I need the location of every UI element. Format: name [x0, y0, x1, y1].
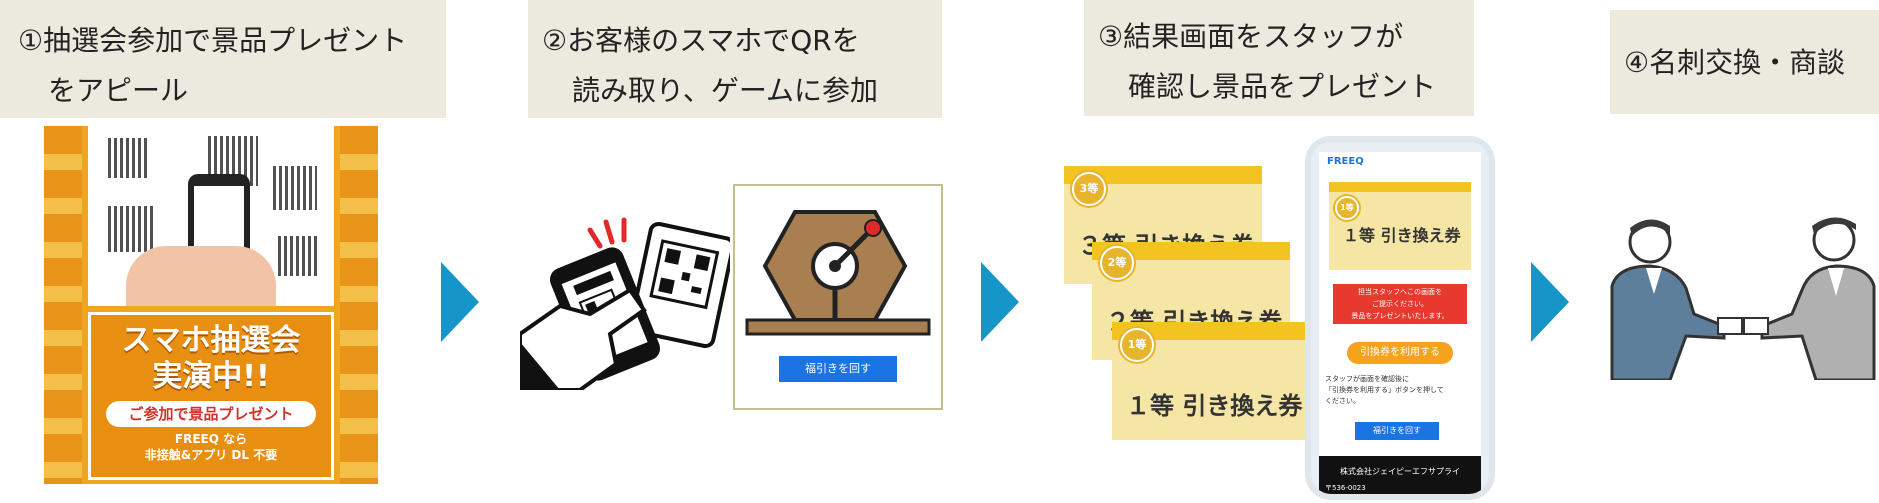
phone-ticket: 1等 １等 引き換え券 [1329, 182, 1471, 270]
step-3-line2: 確認し景品をプレゼント [1128, 70, 1437, 103]
arrow-icon [441, 262, 479, 342]
lottery-card: 福引きを回す [733, 184, 943, 410]
poster-sub-2: 非接触&アプリ DL 不要 [144, 448, 278, 462]
phone-medal-icon: 1等 [1335, 196, 1359, 220]
phone-ticket-text: １等 引き換え券 [1343, 226, 1461, 245]
arrow-icon [1531, 262, 1569, 342]
instruction-text: スタッフが画面を確認後に 「引換券を利用する」ボタンを押して ください。 [1325, 374, 1477, 407]
step-3-line1: ③結果画面をスタッフが [1098, 20, 1404, 53]
step-2-line1: ②お客様のスマホでQRを [542, 24, 860, 57]
medal-3rd-icon: 3等 [1072, 172, 1106, 206]
arrow-icon [981, 262, 1019, 342]
sound-lines-icon [587, 217, 627, 249]
notice-line-2: ご提示ください。 [1372, 300, 1428, 308]
instruction-line-1: スタッフが画面を確認後に [1325, 375, 1409, 383]
step-4-label: ④名刺交換・商談 [1610, 10, 1879, 114]
company-footer: 株式会社ジェイピーエフサプライ 〒536-0023 [1319, 456, 1481, 494]
company-name: 株式会社ジェイピーエフサプライ [1340, 467, 1460, 476]
poster-headline-2: 実演中!! [152, 359, 270, 394]
poster-pill: ご参加で景品プレゼント [106, 401, 316, 427]
medal-1st-icon: 1等 [1120, 328, 1154, 362]
campaign-poster: スマホ抽選会 実演中!! ご参加で景品プレゼント FREEQ なら 非接触&アプ… [44, 126, 378, 484]
step-4-line1: ④名刺交換・商談 [1624, 46, 1846, 79]
instruction-line-3: ください。 [1325, 397, 1360, 405]
postal-code: 〒536-0023 [1325, 484, 1366, 492]
spin-lottery-button[interactable]: 福引きを回す [779, 356, 897, 382]
poster-sub-1: FREEQ なら [174, 432, 248, 446]
step-1-line1: ①抽選会参加で景品プレゼント [18, 24, 408, 57]
instruction-line-2: 「引換券を利用する」ボタンを押して [1325, 386, 1444, 394]
use-ticket-button[interactable]: 引換券を利用する [1347, 342, 1453, 364]
step-2-line2: 読み取り、ゲームに参加 [572, 74, 879, 107]
freeq-logo: FREEQ [1327, 156, 1364, 167]
step-3-label: ③結果画面をスタッフが 確認し景品をプレゼント [1084, 0, 1474, 116]
step-1-line2: をアピール [48, 74, 189, 107]
result-smartphone: FREEQ 1等 １等 引き換え券 担当スタッフへこの画面を ご提示ください。 … [1305, 136, 1495, 500]
ticket-1st-text: １等 引き換え券 [1126, 392, 1303, 420]
notice-line-1: 担当スタッフへこの画面を [1358, 288, 1442, 296]
step-2-label: ②お客様のスマホでQRを 読み取り、ゲームに参加 [528, 0, 942, 118]
medal-2nd-icon: 2等 [1100, 246, 1134, 280]
hand-scanning-qr-icon [520, 217, 730, 390]
poster-headline-1: スマホ抽選会 [121, 323, 301, 358]
lottery-machine-icon [745, 210, 931, 336]
business-card-exchange-icon [1610, 217, 1876, 380]
qr-collage-image [88, 126, 334, 306]
step-1-label: ①抽選会参加で景品プレゼント をアピール [0, 0, 446, 118]
result-screen: FREEQ 1等 １等 引き換え券 担当スタッフへこの画面を ご提示ください。 … [1319, 152, 1481, 494]
notice-line-3: 景品をプレゼントいたします。 [1351, 312, 1449, 320]
staff-notice: 担当スタッフへこの画面を ご提示ください。 景品をプレゼントいたします。 [1333, 284, 1467, 324]
hand-icon [126, 246, 276, 306]
phone-spin-button[interactable]: 福引きを回す [1355, 422, 1439, 440]
